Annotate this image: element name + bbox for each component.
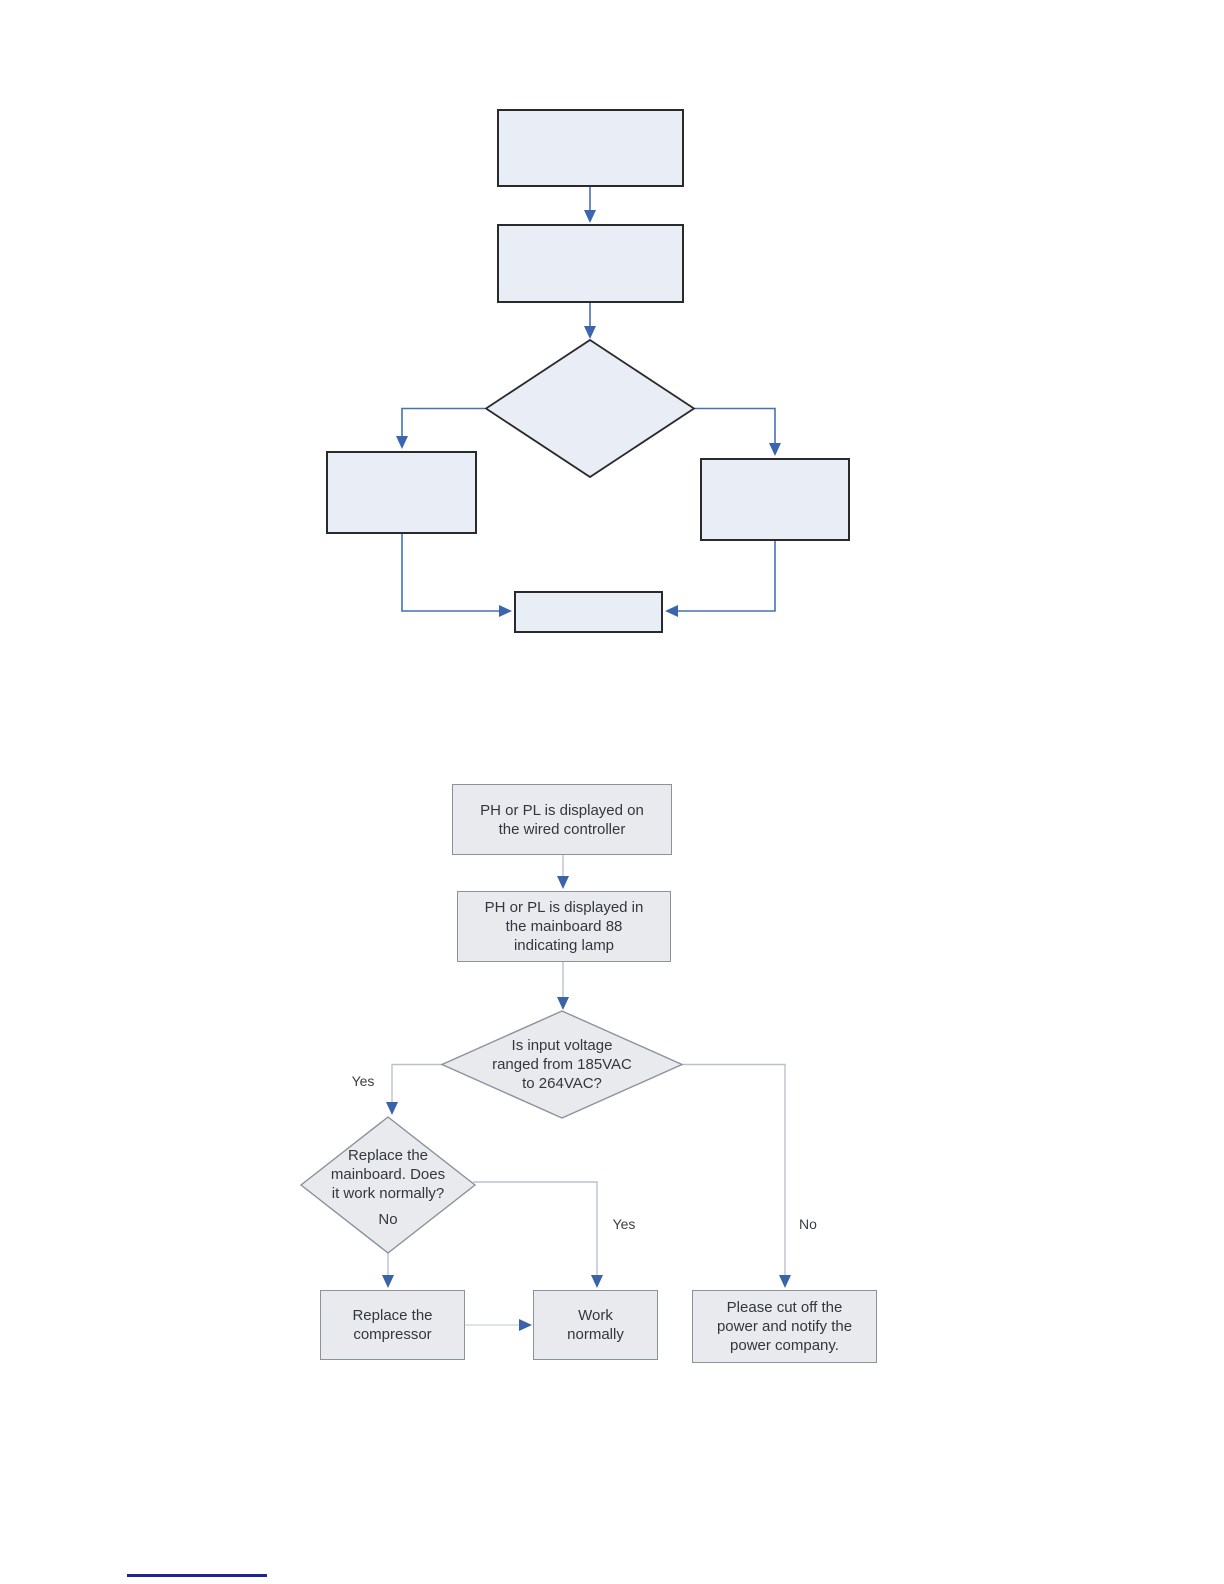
bottom-arrowheads	[382, 876, 791, 1331]
top-connector-decision-right	[694, 407, 776, 444]
arrowhead-icon	[557, 997, 569, 1010]
top-flow-left-box	[326, 451, 477, 534]
connector-replace-yes	[473, 1181, 598, 1276]
voltage-decision-diamond	[440, 1010, 684, 1119]
edge-label-no-right: No	[799, 1216, 817, 1232]
arrowhead-icon	[779, 1275, 791, 1288]
arrowhead-icon	[382, 1275, 394, 1288]
node-start: PH or PL is displayed on the wired contr…	[452, 784, 672, 855]
footnote-rule	[127, 1574, 267, 1577]
node-mainboard-lamp-text: PH or PL is displayed in the mainboard 8…	[484, 899, 644, 954]
top-connectors	[401, 186, 776, 612]
top-flow-box2	[497, 224, 684, 303]
node-work-normally: Work normally	[533, 1290, 658, 1360]
arrowhead-icon	[591, 1275, 603, 1288]
top-connector-decision-left	[401, 407, 485, 437]
top-decision-diamond	[484, 338, 696, 479]
node-cut-off-power: Please cut off the power and notify the …	[692, 1290, 877, 1363]
bottom-connectors	[387, 855, 786, 1326]
top-flow-box1	[497, 109, 684, 187]
arrowhead-icon	[665, 605, 678, 617]
node-replace-mainboard-text: Replace the mainboard. Does it work norm…	[330, 1147, 446, 1202]
connector-voltage-yes	[391, 1063, 443, 1103]
top-flow-end-box	[514, 591, 663, 633]
top-arrowheads	[396, 210, 781, 617]
arrowhead-icon	[557, 876, 569, 889]
arrowhead-icon	[386, 1102, 398, 1115]
top-connector-right-end	[677, 540, 776, 612]
edge-label-yes-left: Yes	[351, 1073, 375, 1089]
node-start-text: PH or PL is displayed on the wired contr…	[480, 801, 644, 838]
arrowhead-icon	[519, 1319, 532, 1331]
arrowhead-icon	[769, 443, 781, 456]
node-voltage-check-text: Is input voltage ranged from 185VAC to 2…	[492, 1037, 632, 1092]
top-flow-right-box	[700, 458, 850, 541]
node-mainboard-lamp: PH or PL is displayed in the mainboard 8…	[457, 891, 671, 962]
node-cut-off-power-text: Please cut off the power and notify the …	[716, 1299, 853, 1354]
node-replace-compressor-text: Replace the compressor	[352, 1307, 433, 1343]
arrowhead-icon	[584, 210, 596, 223]
arrowhead-icon	[499, 605, 512, 617]
connector-voltage-no	[682, 1063, 786, 1276]
replace-mainboard-decision-diamond	[299, 1116, 477, 1254]
top-connector-left-end	[401, 533, 500, 612]
node-work-normally-text: Work normally	[567, 1307, 624, 1343]
arrowhead-icon	[584, 326, 596, 339]
arrowhead-icon	[396, 436, 408, 449]
node-replace-compressor: Replace the compressor	[320, 1290, 465, 1360]
label-replace-mainboard-no: No	[378, 1211, 398, 1228]
edge-label-yes-mid: Yes	[612, 1216, 636, 1232]
